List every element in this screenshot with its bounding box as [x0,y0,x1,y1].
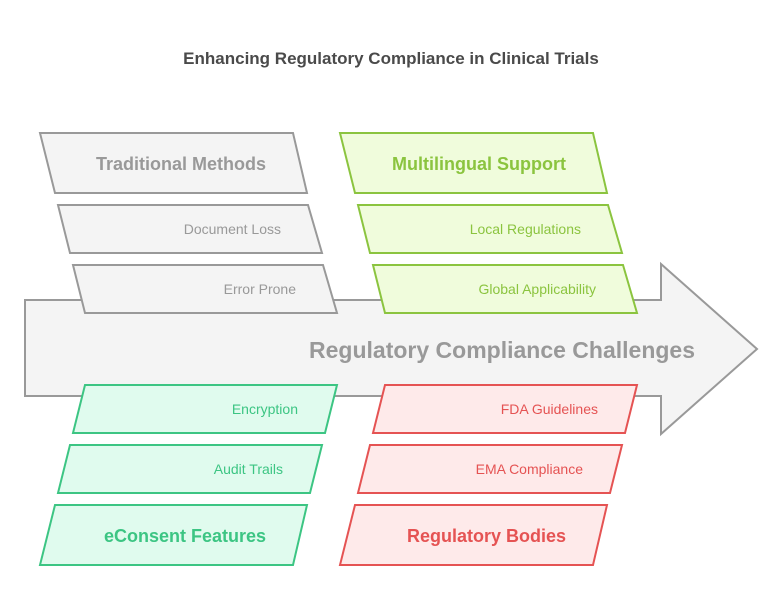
cause-label: Document Loss [184,221,281,237]
category-label: Regulatory Bodies [407,526,566,546]
cause-box [356,444,624,494]
cause-box [371,264,639,314]
spine-label: Regulatory Compliance Challenges [309,337,695,363]
cause-box [56,444,324,494]
cause-label: Encryption [232,401,298,417]
category-label: Multilingual Support [392,154,566,174]
category-box [38,132,309,194]
category-bottom-left: eConsent Features Audit Trails Encryption [38,384,339,566]
cause-label: EMA Compliance [476,461,584,477]
category-bottom-right: Regulatory Bodies EMA Compliance FDA Guide… [338,384,639,566]
cause-box [356,204,624,254]
cause-label: Error Prone [224,281,297,297]
cause-label: FDA Guidelines [501,401,598,417]
cause-box [71,384,339,434]
diagram-title: Enhancing Regulatory Compliance in Clini… [183,49,599,68]
category-box [38,504,309,566]
category-box [338,132,609,194]
cause-label: Global Applicability [478,281,596,297]
cause-label: Audit Trails [214,461,283,477]
category-box [338,504,609,566]
cause-box [56,204,324,254]
cause-box [371,384,639,434]
category-label: eConsent Features [104,526,266,546]
cause-box [71,264,339,314]
category-label: Traditional Methods [96,154,266,174]
cause-label: Local Regulations [470,221,581,237]
